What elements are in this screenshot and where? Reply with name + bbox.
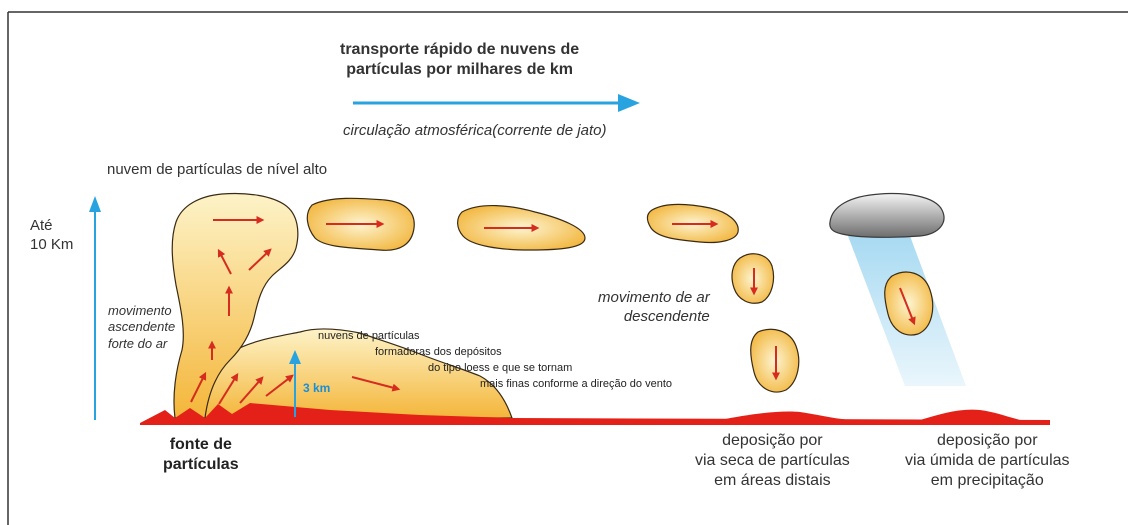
altitude-arrow	[89, 196, 101, 420]
descending-dust-cloud-1	[731, 253, 775, 304]
dry-deposition-mound	[720, 411, 850, 420]
wet-falling-dust-cloud	[884, 271, 934, 336]
jet-stream-arrow	[353, 94, 640, 112]
descending-motion-label: movimento de ar descendente	[598, 289, 710, 325]
low-cloud-line-1: nuvens de partículas	[318, 330, 420, 342]
low-cloud-line-4: mais finas conforme a direção do vento	[480, 378, 672, 390]
arrow-low-cloud	[351, 376, 401, 392]
low-cloud-line-3: do tipo loess e que se tornam	[428, 362, 573, 374]
arrow-diag-left	[217, 248, 232, 275]
circulation-label: circulação atmosférica(corrente de jato)	[343, 122, 607, 139]
arrow-diag-right	[248, 248, 272, 271]
wet-deposition-mound	[920, 409, 1020, 420]
altitude-label: Até 10 Km	[30, 217, 74, 253]
ascending-motion-label: movimento ascendente forte do ar	[108, 303, 176, 351]
storm-cloud	[829, 192, 945, 238]
arrow-source-2	[218, 372, 239, 405]
low-cloud-line-2: formadoras dos depósitos	[375, 346, 502, 358]
three-km-label: 3 km	[303, 381, 331, 395]
source-label: fonte de partículas	[163, 436, 239, 473]
high-cloud-label: nuvem de partículas de nível alto	[107, 161, 328, 178]
source-ground	[140, 403, 1050, 425]
three-km-arrow	[289, 350, 301, 417]
descending-dust-cloud-2	[750, 328, 800, 393]
arrow-wet-fall	[899, 287, 916, 326]
diagram-title: transporte rápido de nuvens de partícula…	[340, 41, 580, 78]
arrow-source-3	[239, 376, 264, 404]
wet-deposition-label: deposição por via úmida de partículas em…	[905, 432, 1070, 489]
arrow-source-4	[265, 374, 294, 397]
particle-motion-arrows	[190, 216, 916, 405]
arrow-source-1	[190, 371, 207, 403]
dry-deposition-label: deposição por via seca de partículas em …	[695, 432, 850, 489]
